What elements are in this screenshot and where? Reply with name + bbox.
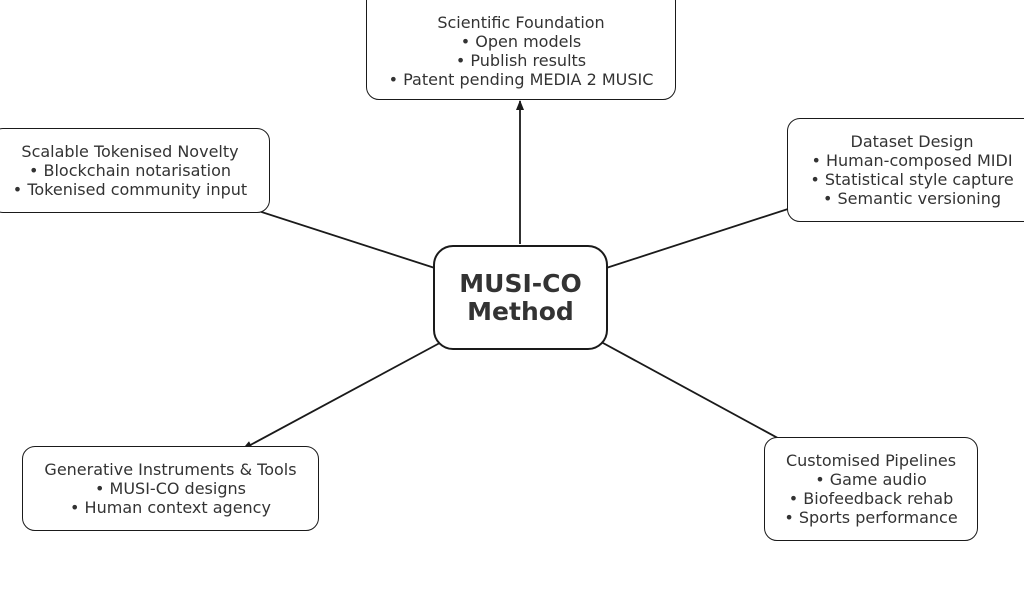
node-customised-pipelines: Customised Pipelines • Game audio • Biof… xyxy=(764,437,978,541)
node-title: Scientific Foundation xyxy=(437,13,605,32)
node-scalable-tokenised-novelty: Scalable Tokenised Novelty • Blockchain … xyxy=(0,128,270,213)
node-bullet: • Blockchain notarisation xyxy=(28,161,232,180)
node-dataset-design: Dataset Design • Human-composed MIDI • S… xyxy=(787,118,1024,222)
node-bullet: • Tokenised community input xyxy=(12,180,248,199)
node-bullet: • Publish results xyxy=(455,51,587,70)
node-bullet: • Statistical style capture xyxy=(810,170,1014,189)
node-title: Dataset Design xyxy=(850,132,974,151)
node-title: Customised Pipelines xyxy=(785,451,957,470)
node-bullet: • Game audio xyxy=(815,470,927,489)
node-scientific-foundation: Scientific Foundation • Open models • Pu… xyxy=(366,0,676,100)
node-bullet: • Open models xyxy=(460,32,582,51)
node-bullet: • Semantic versioning xyxy=(823,189,1001,208)
arrow-to-generative-instruments xyxy=(242,337,450,450)
center-node-line-2: Method xyxy=(467,296,574,326)
node-bullet: • Human context agency xyxy=(70,498,271,517)
node-bullet: • Human-composed MIDI xyxy=(811,151,1013,170)
node-title: Scalable Tokenised Novelty xyxy=(21,142,239,161)
node-title: Generative Instruments & Tools xyxy=(44,460,297,479)
node-bullet: • MUSI-CO designs xyxy=(95,479,246,498)
node-bullet: • Patent pending MEDIA 2 MUSIC xyxy=(388,70,654,89)
node-generative-instruments-tools: Generative Instruments & Tools • MUSI-CO… xyxy=(22,446,319,531)
node-bullet: • Sports performance xyxy=(784,508,958,527)
center-node-musi-co-method: MUSI-CO Method xyxy=(433,245,608,350)
arrow-to-customised-pipelines xyxy=(591,336,799,450)
center-node-line-1: MUSI-CO xyxy=(459,268,582,298)
node-bullet: • Biofeedback rehab xyxy=(788,489,954,508)
